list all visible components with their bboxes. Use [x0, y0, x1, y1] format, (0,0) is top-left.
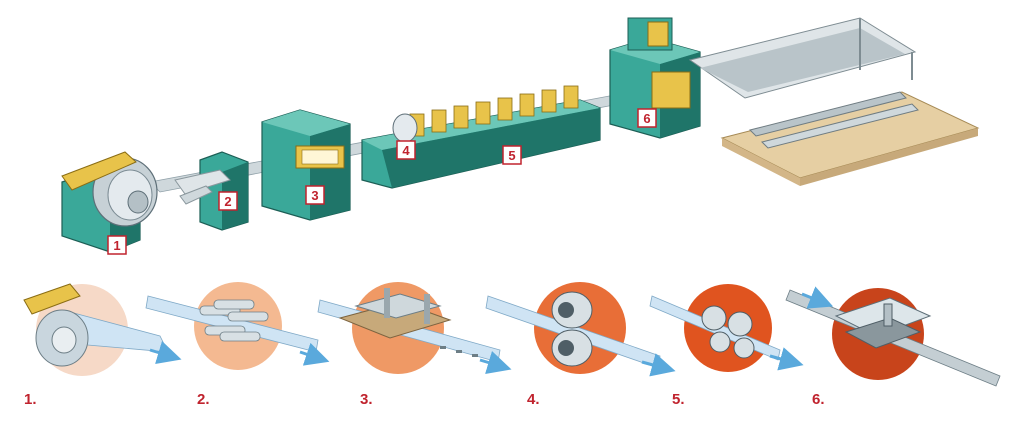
- machine-label-2: 2: [224, 194, 231, 209]
- machine-label-3: 3: [311, 188, 318, 203]
- step-6-cutoff: [785, 286, 1001, 387]
- step-4-embossing: [485, 282, 676, 377]
- machine-label-5: 5: [508, 148, 515, 163]
- step-label-4: 4.: [527, 391, 540, 408]
- cutoff-press-machine: [609, 17, 701, 139]
- step-1-decoiling: [23, 283, 182, 376]
- step-5-roll-forming: [649, 284, 804, 372]
- decoiler-machine: [61, 151, 158, 255]
- step-label-1: 1.: [24, 391, 37, 408]
- output-pallet: [720, 91, 980, 186]
- punch-press-machine: [261, 109, 351, 221]
- step-label-6: 6.: [812, 391, 825, 408]
- step-2-straightening: [145, 282, 330, 370]
- runout-table: [688, 17, 917, 99]
- roll-forming-machine: [361, 85, 601, 189]
- step-3-punching: [317, 282, 512, 375]
- machine-label-4: 4: [402, 143, 410, 158]
- step-label-2: 2.: [197, 391, 210, 408]
- step-label-3: 3.: [360, 391, 373, 408]
- machine-label-1: 1: [113, 238, 120, 253]
- machine-label-6: 6: [643, 111, 650, 126]
- step-label-5: 5.: [672, 391, 685, 408]
- straightener-machine: [174, 151, 249, 231]
